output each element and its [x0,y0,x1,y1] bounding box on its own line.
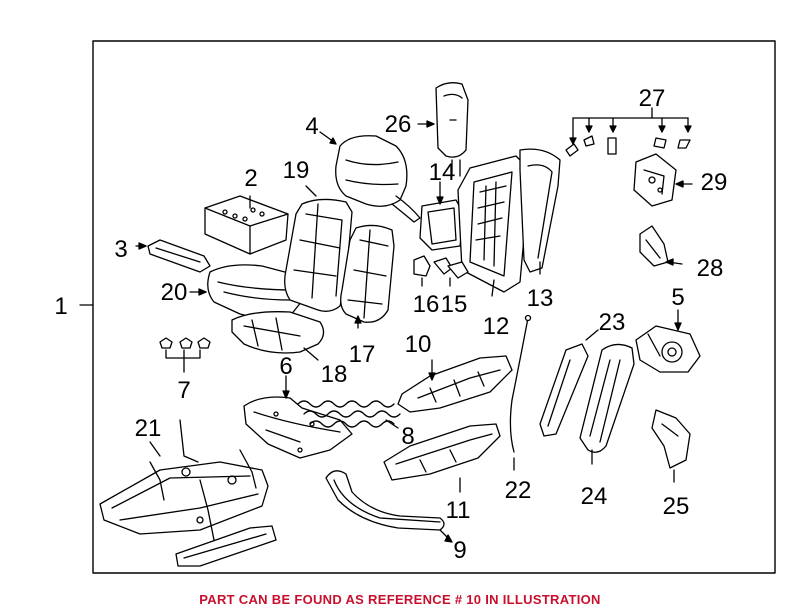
callout-1: 1 [54,293,67,320]
callout-2: 2 [244,165,257,192]
callout-24: 24 [581,483,608,510]
callout-26: 26 [385,111,412,138]
part-29-bracket [633,153,693,207]
callout-21: 21 [135,415,162,442]
part-6-seat-pan [243,375,353,459]
part-8-springs [297,400,401,429]
part-25-lever-cover [651,409,691,483]
callout-17: 17 [349,341,376,368]
callout-9: 9 [453,537,466,564]
part-27-clip-set [565,107,692,157]
part-21-seat-frame [99,419,277,567]
part-7-clips [159,337,211,373]
part-3-side-trim [135,239,211,273]
callout-29: 29 [701,169,728,196]
callout-22: 22 [505,477,532,504]
callout-15: 15 [441,291,468,318]
callout-3: 3 [114,236,127,263]
part-2-switch-module [204,195,289,255]
part-11-side-trim [383,423,501,493]
part-13-back-panel [519,148,561,275]
callout-20: 20 [161,279,188,306]
callout-13: 13 [527,285,554,312]
part-16-clip [413,255,431,287]
callout-27: 27 [639,85,666,112]
part-19-backrest-cover [284,185,353,312]
callout-23: 23 [599,309,626,336]
callout-10: 10 [405,331,432,358]
callout-14: 14 [429,159,456,186]
part-4-headrest [319,131,421,223]
callout-16: 16 [413,291,440,318]
part-22-cable [509,314,532,471]
diagram-frame [92,40,776,574]
part-26-headrest-back [417,82,469,177]
part-15-clips [433,257,469,287]
part-9-trim-strip [325,470,453,543]
part-18-cushion-pad [231,311,325,361]
callout-8: 8 [401,423,414,450]
reference-note: PART CAN BE FOUND AS REFERENCE # 10 IN I… [199,592,601,607]
part-10-bracket [397,355,513,413]
part-14-panel [419,181,465,251]
part-28-trim-cap [639,225,683,267]
callout-7: 7 [177,377,190,404]
part-5-recliner [635,309,701,373]
callout-5: 5 [671,284,684,311]
callout-4: 4 [305,113,318,140]
part-23-side-panel [539,329,599,437]
callout-11: 11 [446,497,471,524]
part-24-side-shield [579,343,635,465]
callout-18: 18 [321,361,348,388]
part-17-backrest-pad [340,224,395,329]
callout-25: 25 [663,493,690,520]
callout-19: 19 [283,157,310,184]
callout-12: 12 [483,313,510,340]
callout-6: 6 [279,353,292,380]
part-12-backrest-frame [457,155,531,297]
callout-28: 28 [697,255,724,282]
